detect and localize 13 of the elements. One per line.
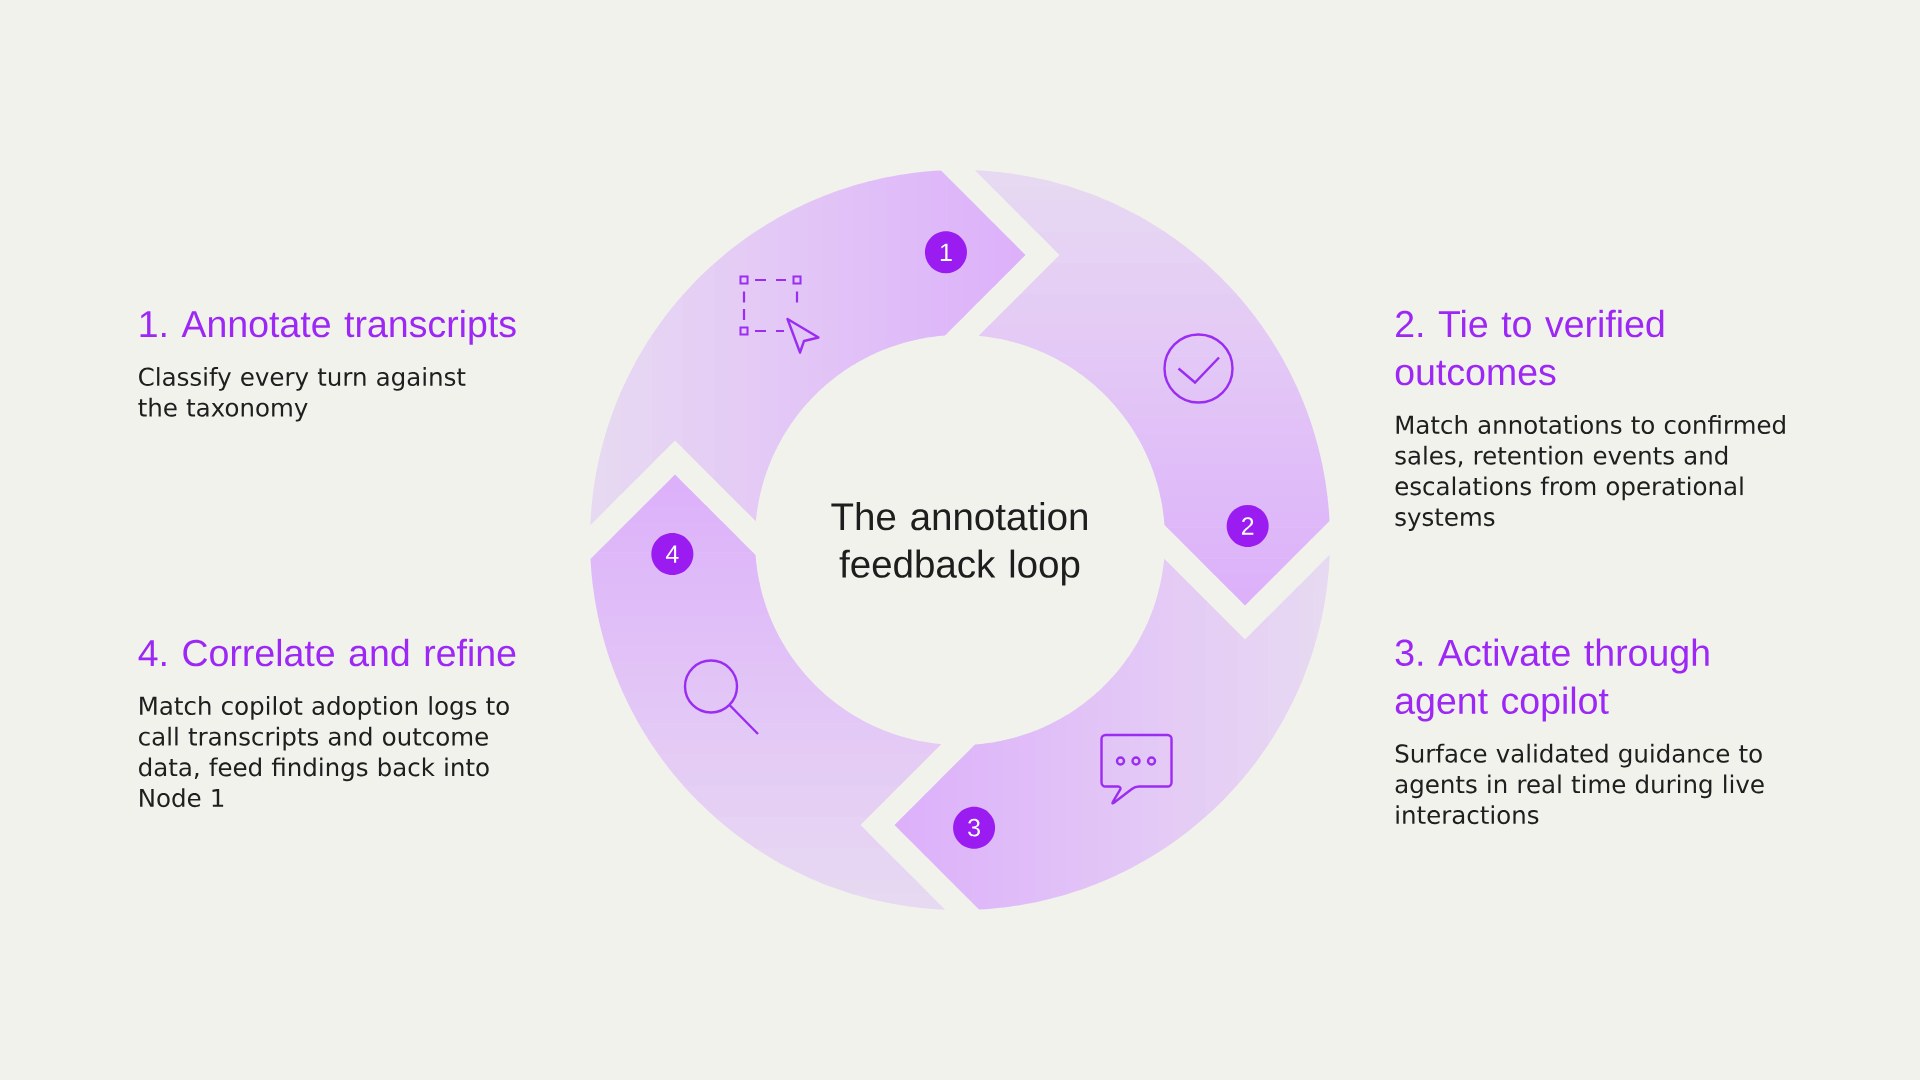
number-badge: 4 bbox=[651, 533, 694, 576]
step-description: Match copilot adoption logs to call transcripts and outcome data, feed findings back into Node 1 bbox=[139, 696, 509, 808]
step-description: Match annotations to confirmed sales, retention events and escalations from operational systems bbox=[1395, 415, 1785, 531]
step-description: Classify every turn against the taxonomy bbox=[138, 367, 466, 422]
step-description: Surface validated guidance to agents in real time during live interactions bbox=[1395, 743, 1764, 825]
step-heading: 1. Annotate transcripts bbox=[140, 309, 516, 345]
step-heading: 2. Tie to verified outcomes bbox=[1395, 309, 1664, 386]
step-heading: 3. Activate through agent copilot bbox=[1395, 638, 1709, 722]
number-badge: 1 bbox=[924, 231, 967, 274]
number-badge: 3 bbox=[953, 806, 996, 849]
step-heading: 4. Correlate and refine bbox=[138, 638, 516, 667]
number-badge: 2 bbox=[1226, 504, 1269, 547]
diagram-title: The annotation feedback loop bbox=[831, 502, 1087, 586]
